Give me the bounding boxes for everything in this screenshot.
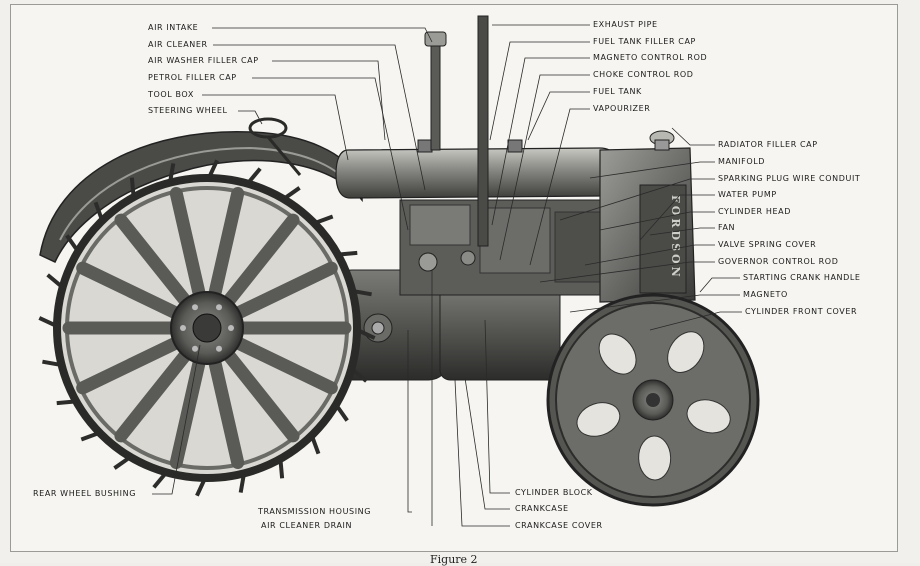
label-crankcase: CRANKCASE xyxy=(515,504,569,513)
label-air-intake: AIR INTAKE xyxy=(148,23,199,32)
exhaust-pipe-shape xyxy=(477,15,489,247)
front-wheel-opening xyxy=(686,399,731,434)
label-tool-box: TOOL BOX xyxy=(148,90,194,99)
label-valve-spring-cover: VALVE SPRING COVER xyxy=(718,240,817,249)
label-manifold: MANIFOLD xyxy=(718,157,766,166)
label-exhaust-pipe: EXHAUST PIPE xyxy=(593,20,658,29)
label-radiator-filler-cap: RADIATOR FILLER CAP xyxy=(718,140,818,149)
label-air-washer-filler-cap: AIR WASHER FILLER CAP xyxy=(148,56,259,65)
label-petrol-filler-cap: PETROL FILLER CAP xyxy=(148,73,237,82)
rear-fender-highlight xyxy=(59,146,351,241)
front-wheel-opening xyxy=(576,402,621,437)
rear-wheel xyxy=(38,159,376,497)
label-steering-wheel: STEERING WHEEL xyxy=(148,106,228,115)
radiator-fordson-lettering: FORDSON xyxy=(669,195,682,280)
label-choke-control-rod: CHOKE CONTROL ROD xyxy=(593,70,694,79)
leader-lines xyxy=(152,24,742,527)
label-cylinder-block: CYLINDER BLOCK xyxy=(515,488,593,497)
front-wheel-opening xyxy=(598,333,637,375)
label-fan: FAN xyxy=(718,223,736,232)
label-transmission-housing: TRANSMISSION HOUSING xyxy=(258,507,372,516)
label-rear-wheel-bushing: REAR WHEEL BUSHING xyxy=(33,489,137,498)
label-magneto: MAGNETO xyxy=(743,290,788,299)
label-governor-control-rod: GOVERNOR CONTROL ROD xyxy=(718,257,839,266)
label-cylinder-front-cover: CYLINDER FRONT COVER xyxy=(745,307,858,316)
air-intake-pipe xyxy=(430,41,441,151)
label-air-cleaner-drain: AIR CLEANER DRAIN xyxy=(261,521,353,530)
front-wheel-opening xyxy=(638,435,672,481)
crankcase-shape xyxy=(439,284,561,381)
front-wheel xyxy=(546,293,760,507)
label-crankcase-cover: CRANKCASE COVER xyxy=(515,521,603,530)
label-vapourizer: VAPOURIZER xyxy=(593,104,651,113)
label-fuel-tank-filler-cap: FUEL TANK FILLER CAP xyxy=(593,37,696,46)
figure-caption: Figure 2 xyxy=(430,553,478,566)
label-fuel-tank: FUEL TANK xyxy=(593,87,642,96)
label-cylinder-head: CYLINDER HEAD xyxy=(718,207,791,216)
label-water-pump: WATER PUMP xyxy=(718,190,777,199)
label-sparking-plug-wire-conduit: SPARKING PLUG WIRE CONDUIT xyxy=(718,174,861,183)
front-wheel-opening xyxy=(667,331,705,373)
label-starting-crank-handle: STARTING CRANK HANDLE xyxy=(743,273,861,282)
label-air-cleaner: AIR CLEANER xyxy=(148,40,208,49)
label-magneto-control-rod: MAGNETO CONTROL ROD xyxy=(593,53,708,62)
